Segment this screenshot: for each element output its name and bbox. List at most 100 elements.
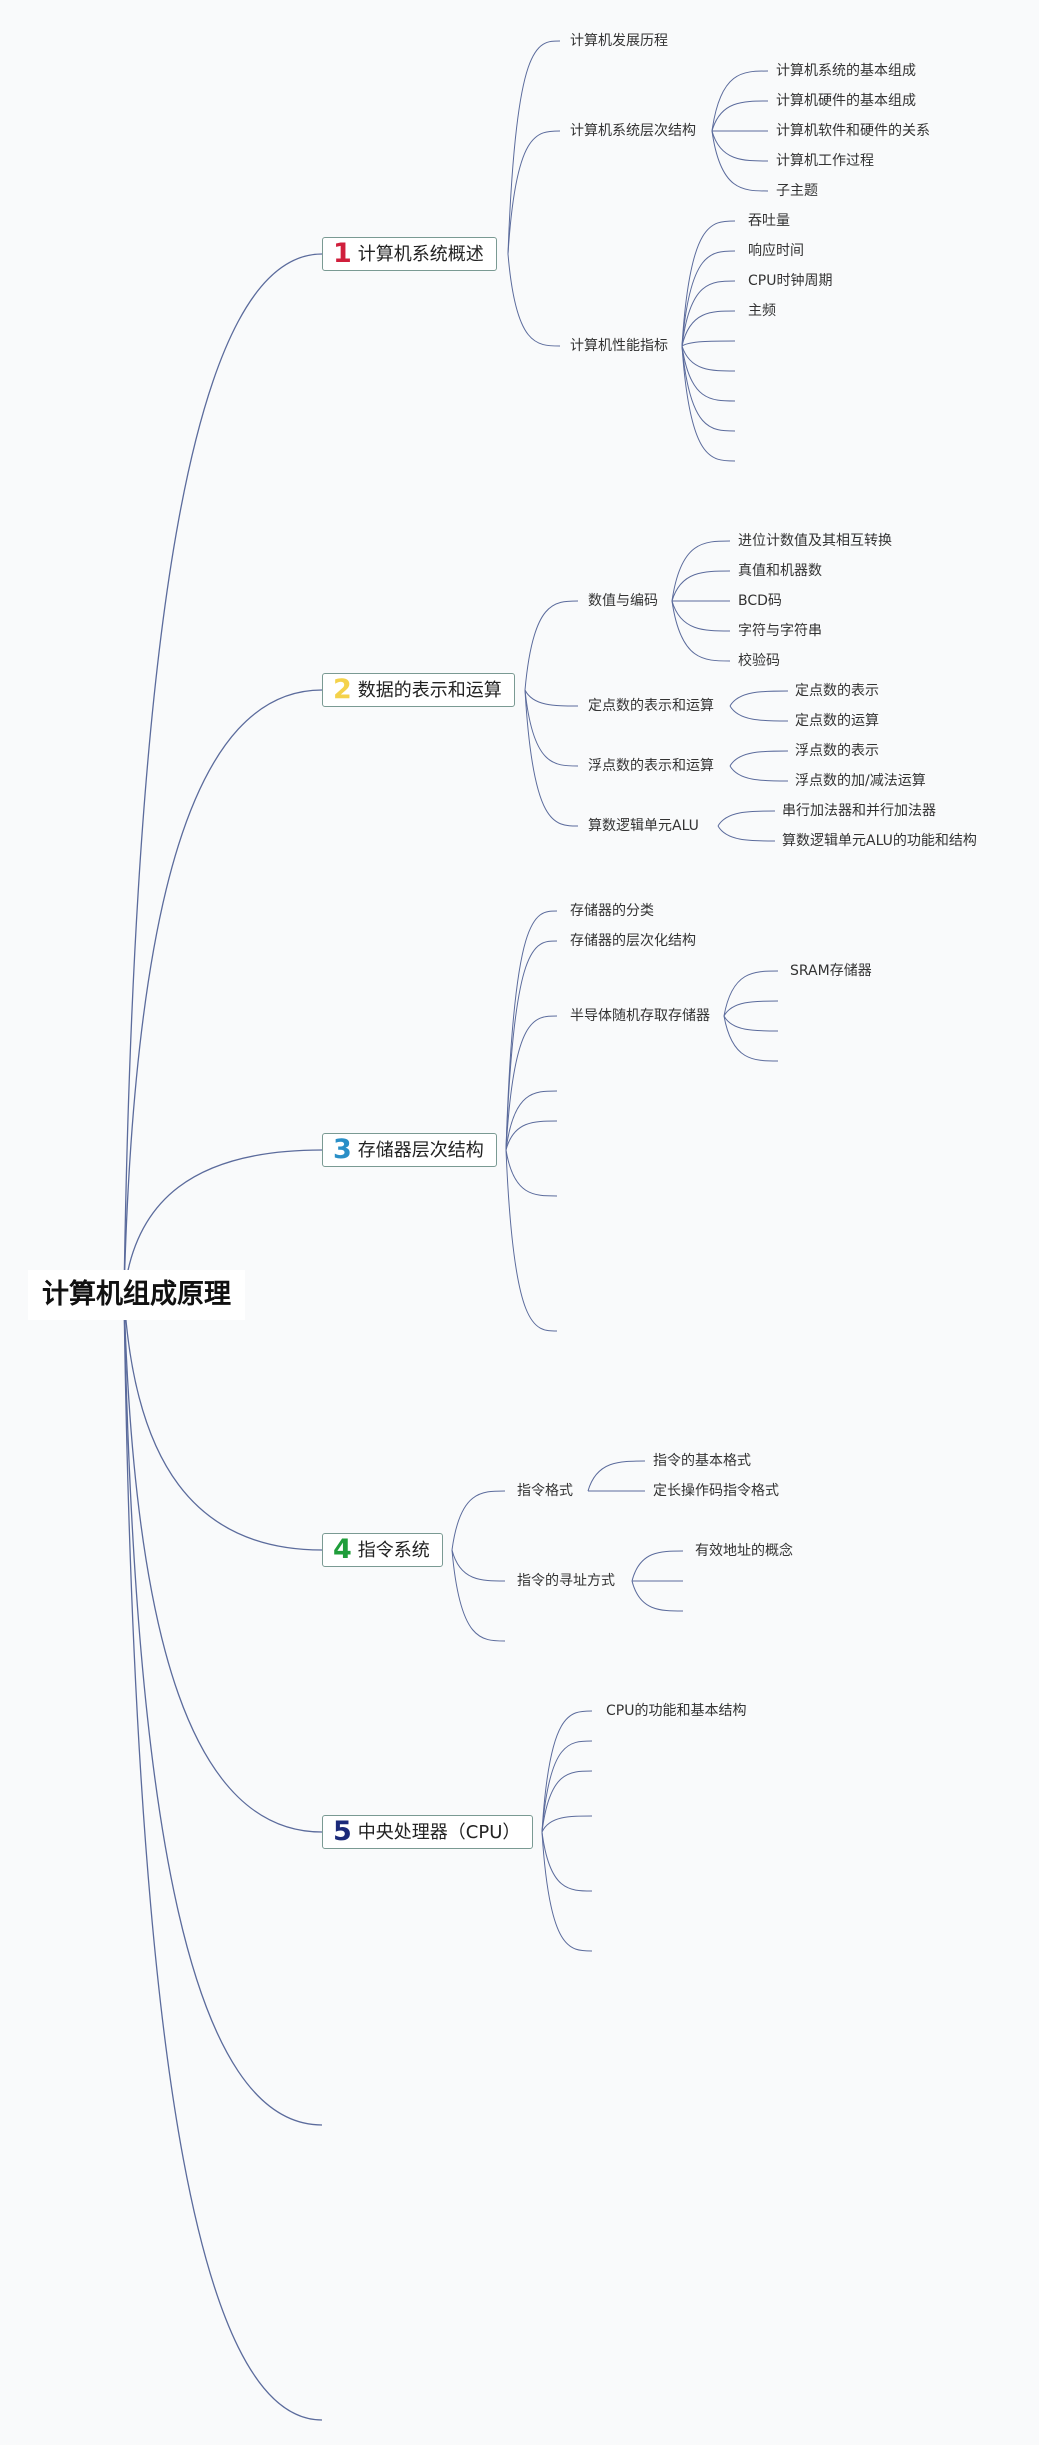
t1-perf-child[interactable]: 响应时间 (748, 243, 804, 259)
t5-cpu[interactable]: CPU的功能和基本结构 (606, 1703, 747, 1719)
t2-fixed-child[interactable]: 定点数的表示 (795, 683, 879, 699)
topic-5-label: 中央处理器（CPU） (357, 1822, 521, 1843)
t4-addr[interactable]: 指令的寻址方式 (517, 1573, 615, 1589)
t5-link (541, 1710, 593, 1833)
t1-perf-link (681, 340, 736, 347)
root-link-6 (123, 1294, 323, 2126)
t2-encode-child[interactable]: 校验码 (738, 653, 780, 669)
t4-link (451, 1549, 506, 1582)
t3-ram-link (723, 1015, 779, 1062)
t2-link (524, 600, 579, 691)
t1-perf-link (681, 345, 736, 432)
topic-1-number: 1 (333, 238, 352, 269)
t2-alu-link (717, 810, 776, 827)
t4-format-link (587, 1460, 646, 1492)
t2-alu-child[interactable]: 串行加法器和并行加法器 (782, 803, 936, 819)
t2-link (524, 689, 579, 707)
t1-layers-child[interactable]: 计算机系统的基本组成 (776, 63, 916, 79)
t1-link (507, 130, 561, 255)
t3-ram[interactable]: 半导体随机存取存储器 (570, 1008, 710, 1024)
t3-ram-link (723, 1015, 779, 1032)
topic-4-number: 4 (333, 1534, 352, 1565)
t4-addr-child[interactable]: 有效地址的概念 (695, 1543, 793, 1559)
t4-format[interactable]: 指令格式 (517, 1483, 573, 1499)
t3-link (505, 1120, 558, 1151)
t3-ram-child[interactable]: SRAM存储器 (790, 963, 872, 979)
t2-fixed[interactable]: 定点数的表示和运算 (588, 698, 714, 714)
t3-link (505, 1149, 558, 1332)
t2-fixed-link (729, 705, 789, 722)
t2-float[interactable]: 浮点数的表示和运算 (588, 758, 714, 774)
t1-layers-child[interactable]: 计算机软件和硬件的关系 (776, 123, 930, 139)
t2-encode-child[interactable]: 进位计数值及其相互转换 (738, 533, 892, 549)
t2-encode[interactable]: 数值与编码 (588, 593, 658, 609)
t3-link (505, 1015, 558, 1151)
t4-format-child[interactable]: 定长操作码指令格式 (653, 1483, 779, 1499)
t2-alu-link (717, 825, 776, 842)
t2-encode-link (671, 600, 731, 632)
t2-fixed-child[interactable]: 定点数的运算 (795, 713, 879, 729)
t4-format-child[interactable]: 指令的基本格式 (653, 1453, 751, 1469)
t1-link (507, 40, 561, 255)
t3-link (505, 1090, 558, 1151)
t2-encode-child[interactable]: 真值和机器数 (738, 563, 822, 579)
root-link-7 (123, 1294, 323, 2421)
t1-perf-link (681, 310, 736, 347)
t1-link (507, 253, 561, 347)
t4-addr-link (631, 1580, 684, 1612)
t3-classify[interactable]: 存储器的分类 (570, 903, 654, 919)
t2-float-child[interactable]: 浮点数的表示 (795, 743, 879, 759)
t4-link (451, 1490, 506, 1551)
t5-link (541, 1770, 593, 1833)
t1-perf-child[interactable]: 吞吐量 (748, 213, 790, 229)
t5-link (541, 1740, 593, 1833)
topic-2-number: 2 (333, 674, 352, 705)
t2-link (524, 689, 579, 767)
t3-link (505, 940, 558, 1151)
t1-perf[interactable]: 计算机性能指标 (570, 338, 668, 354)
t1-perf-child[interactable]: 主频 (748, 303, 776, 319)
t3-ram-link (723, 1000, 779, 1017)
t1-layers-link (711, 100, 769, 132)
t2-float-child[interactable]: 浮点数的加/减法运算 (795, 773, 926, 789)
t1-layers-child[interactable]: 子主题 (776, 183, 818, 199)
topic-2-label: 数据的表示和运算 (357, 680, 502, 701)
t2-alu-child[interactable]: 算数逻辑单元ALU的功能和结构 (782, 833, 977, 849)
t3-hierarchy[interactable]: 存储器的层次化结构 (570, 933, 696, 949)
t5-link (541, 1815, 593, 1833)
t2-encode-link (671, 600, 731, 662)
t2-encode-link (671, 540, 731, 602)
t3-link (505, 910, 558, 1151)
t1-layers-link (711, 130, 769, 162)
t3-link (505, 1149, 558, 1197)
t1-perf-link (681, 250, 736, 347)
t2-float-link (729, 765, 789, 782)
topic-5-number: 5 (333, 1816, 352, 1847)
root-link-4 (123, 1294, 323, 1551)
root-link-2 (123, 689, 323, 1296)
t1-perf-link (681, 345, 736, 372)
t1-history[interactable]: 计算机发展历程 (570, 33, 668, 49)
t2-fixed-link (729, 690, 789, 707)
t1-layers-child[interactable]: 计算机硬件的基本组成 (776, 93, 916, 109)
t2-encode-child[interactable]: BCD码 (738, 593, 782, 609)
t1-layers[interactable]: 计算机系统层次结构 (570, 123, 696, 139)
topic-4-label: 指令系统 (357, 1540, 430, 1561)
root-link-1 (123, 253, 323, 1296)
topic-3-number: 3 (333, 1134, 352, 1165)
t5-link (541, 1831, 593, 1892)
root-topic[interactable]: 计算机组成原理 (28, 1270, 245, 1320)
t1-layers-child[interactable]: 计算机工作过程 (776, 153, 874, 169)
t4-link (451, 1549, 506, 1642)
t2-alu[interactable]: 算数逻辑单元ALU (588, 818, 699, 834)
t1-perf-child[interactable]: CPU时钟周期 (748, 273, 833, 289)
t5-link (541, 1831, 593, 1952)
t1-layers-link (711, 70, 769, 132)
t2-encode-child[interactable]: 字符与字符串 (738, 623, 822, 639)
